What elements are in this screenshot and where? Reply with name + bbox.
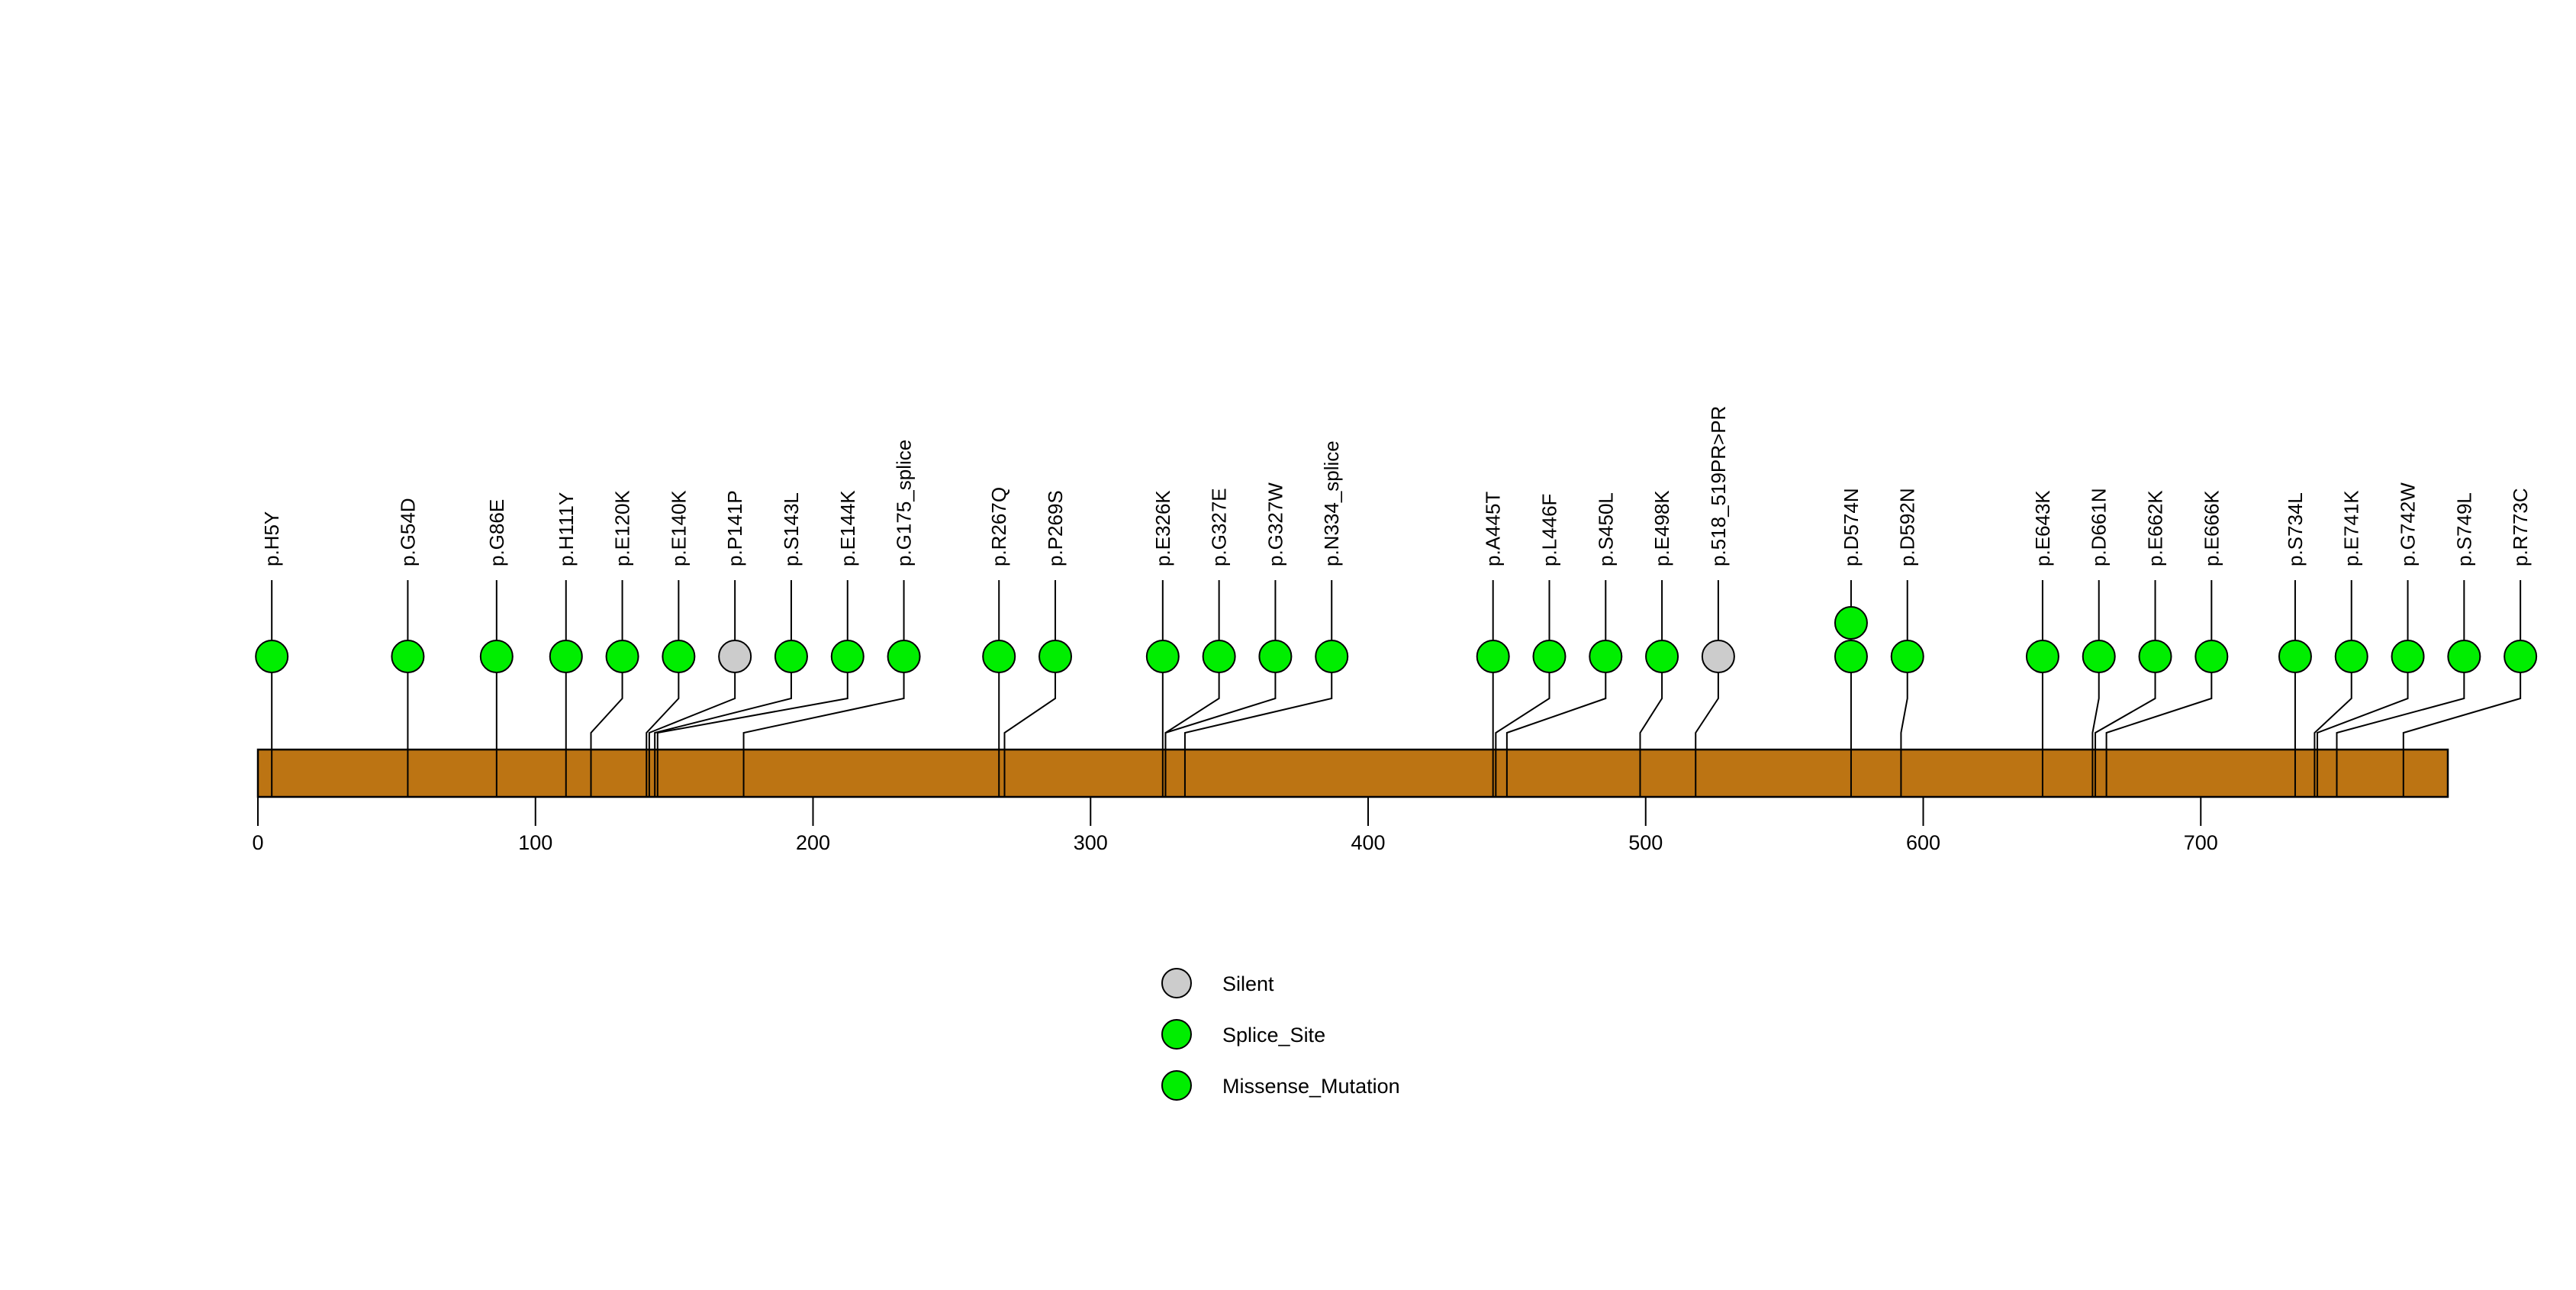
lollipop-marker[interactable] bbox=[2194, 640, 2229, 673]
lollipop-marker[interactable] bbox=[1315, 640, 1349, 673]
mutation-label: p.G742W bbox=[2397, 482, 2420, 566]
lollipop-marker[interactable] bbox=[391, 640, 425, 673]
legend-swatch[interactable] bbox=[1161, 1070, 1192, 1101]
mutation-label: p.D592N bbox=[1896, 488, 1919, 566]
mutation-label: p.R267Q bbox=[987, 487, 1010, 566]
lollipop-marker[interactable] bbox=[830, 640, 865, 673]
legend-label: Silent bbox=[1222, 972, 1274, 995]
mutation-label: p.G175_splice bbox=[893, 440, 916, 566]
lollipop-marker[interactable] bbox=[1258, 640, 1293, 673]
lollipop-marker[interactable] bbox=[1589, 640, 1623, 673]
lollipop-marker[interactable] bbox=[662, 640, 696, 673]
mutation-label: p.E643K bbox=[2031, 490, 2054, 566]
lollipop-marker[interactable] bbox=[1834, 606, 1868, 640]
x-axis-tick-label: 400 bbox=[1351, 831, 1385, 854]
lollipop-marker[interactable] bbox=[2025, 640, 2059, 673]
mutation-label: p.G327E bbox=[1208, 488, 1231, 566]
legend-swatch[interactable] bbox=[1161, 968, 1192, 998]
lollipop-marker[interactable] bbox=[2138, 640, 2172, 673]
mutation-label: p.D574N bbox=[1840, 488, 1863, 566]
site-marker-layer bbox=[271, 750, 2404, 797]
protein-backbone-bar bbox=[256, 748, 2449, 798]
legend-label: Splice_Site bbox=[1222, 1024, 1325, 1047]
lollipop-marker[interactable] bbox=[774, 640, 808, 673]
lollipop-marker[interactable] bbox=[1202, 640, 1236, 673]
lollipop-layer bbox=[255, 606, 2538, 673]
x-axis-tick-label: 600 bbox=[1906, 831, 1940, 854]
mutation-label: p.G327W bbox=[1264, 482, 1286, 566]
lollipop-marker[interactable] bbox=[2082, 640, 2116, 673]
lollipop-marker[interactable] bbox=[982, 640, 1016, 673]
mutation-label: p.S143L bbox=[780, 492, 803, 566]
mutation-label-layer: p.H5Y p.G54D p.G86E p.H111Y p.E120K p.E140K p.… bbox=[260, 406, 2532, 566]
lollipop-marker[interactable] bbox=[2447, 640, 2481, 673]
x-axis-layer: 0 100 200 300 400 500 600 700 bbox=[252, 796, 2448, 854]
mutation-label: p.S749L bbox=[2452, 492, 2475, 566]
mutation-label: p.G54D bbox=[396, 498, 419, 566]
legend-swatch[interactable] bbox=[1161, 1019, 1192, 1050]
lollipop-marker[interactable] bbox=[1532, 640, 1567, 673]
mutation-label: p.E498K bbox=[1650, 490, 1673, 566]
protein-track-layer bbox=[256, 748, 2449, 798]
x-axis-tick-label: 0 bbox=[252, 831, 263, 854]
lollipop-marker[interactable] bbox=[1145, 640, 1180, 673]
mutation-label: p.E326K bbox=[1151, 490, 1174, 566]
mutation-label: p.R773C bbox=[2509, 488, 2532, 566]
x-axis-tick-label: 200 bbox=[796, 831, 830, 854]
lollipop-marker[interactable] bbox=[1476, 640, 1510, 673]
lollipop-marker[interactable] bbox=[718, 640, 752, 673]
lollipop-marker[interactable] bbox=[479, 640, 514, 673]
mutation-label: p.E666K bbox=[2200, 490, 2223, 566]
mutation-label: p.A445T bbox=[1482, 492, 1505, 566]
lollipop-marker[interactable] bbox=[2334, 640, 2368, 673]
lollipop-marker[interactable] bbox=[549, 640, 583, 673]
lollipop-marker[interactable] bbox=[1834, 640, 1868, 673]
x-axis-tick-label: 700 bbox=[2184, 831, 2218, 854]
mutation-label: p.H5Y bbox=[260, 511, 283, 566]
mutation-label: p.E120K bbox=[611, 490, 634, 566]
mutation-label: p.S734L bbox=[2284, 492, 2307, 566]
mutation-label: p.E662K bbox=[2144, 490, 2167, 566]
mutation-label: p.E144K bbox=[836, 490, 859, 566]
lollipop-marker[interactable] bbox=[605, 640, 639, 673]
lollipop-marker[interactable] bbox=[1890, 640, 1924, 673]
lollipop-marker[interactable] bbox=[1038, 640, 1073, 673]
lollipop-marker[interactable] bbox=[1645, 640, 1679, 673]
lollipop-marker[interactable] bbox=[2391, 640, 2425, 673]
legend-label: Missense_Mutation bbox=[1222, 1075, 1400, 1098]
lollipop-marker[interactable] bbox=[1701, 640, 1735, 673]
lollipop-marker[interactable] bbox=[2278, 640, 2312, 673]
mutation-label: p.E741K bbox=[2340, 490, 2363, 566]
lollipop-marker[interactable] bbox=[887, 640, 921, 673]
mutation-label: p.D661N bbox=[2088, 488, 2111, 566]
mutation-label: p.N334_splice bbox=[1320, 440, 1343, 566]
mutation-label: p.G86E bbox=[485, 499, 508, 566]
lollipop-marker[interactable] bbox=[2504, 640, 2538, 673]
x-axis-tick-label: 300 bbox=[1074, 831, 1108, 854]
mutation-label: p.518_519PR>PR bbox=[1707, 406, 1730, 566]
mutation-label: p.P141P bbox=[723, 490, 746, 566]
mutation-label: p.S450L bbox=[1594, 492, 1617, 566]
mutation-label: p.P269S bbox=[1044, 490, 1067, 566]
mutation-label: p.H111Y bbox=[555, 492, 578, 566]
lollipop-marker[interactable] bbox=[255, 640, 289, 673]
mutation-label: p.L446F bbox=[1538, 494, 1560, 566]
mutation-label: p.E140K bbox=[667, 490, 690, 566]
x-axis-tick-label: 500 bbox=[1628, 831, 1663, 854]
x-axis-tick-label: 100 bbox=[518, 831, 552, 854]
